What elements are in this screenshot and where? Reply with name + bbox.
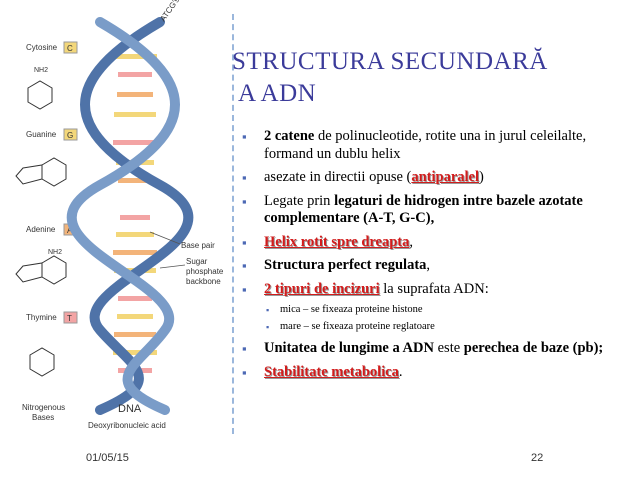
cytosine-letter: C xyxy=(67,44,73,53)
bullet-item: ▪Stabilitate metabolica. xyxy=(242,363,403,380)
bullet-icon: ▪ xyxy=(242,129,247,144)
adenine-label: Adenine xyxy=(26,225,56,234)
base-pair-pointer xyxy=(149,231,181,245)
thymine-swatch xyxy=(63,311,78,324)
backbone-pointer xyxy=(159,264,186,269)
cytosine-label: Cytosine xyxy=(26,43,58,52)
bullet-item: ▪Structura perfect regulata, xyxy=(242,257,431,273)
backbone-label-2: phosphate xyxy=(186,267,224,276)
bullet-icon: ▪ xyxy=(242,281,247,297)
bases-label: Bases xyxy=(32,413,54,422)
dna-label: DNA xyxy=(118,403,142,415)
bullet-icon: ▪ xyxy=(242,234,247,250)
dna-illustration: Cytosine C Guanine G Adenine A Thymine T… xyxy=(15,0,224,430)
slide-number: 22 xyxy=(531,452,544,464)
bullet-item: ▪2 tipuri de incizuri la suprafata ADN: … xyxy=(240,281,612,335)
backbone-label-1: Sugar xyxy=(186,257,208,266)
thymine-letter: T xyxy=(67,314,72,323)
atcg-label: ATCG's xyxy=(158,0,181,23)
bullet-icon: ▪ xyxy=(242,341,247,356)
nitrogenous-label: Nitrogenous xyxy=(22,403,65,412)
backbone-label-3: backbone xyxy=(186,277,221,286)
bullet-item: ▪2 catene de polinucleotide, rotite una … xyxy=(242,128,587,162)
helix-backbones xyxy=(66,17,194,415)
base-structures xyxy=(15,80,67,377)
base-pair-rungs xyxy=(113,54,157,373)
bullet-icon: ▪ xyxy=(242,258,247,273)
guanine-label: Guanine xyxy=(26,130,57,139)
bullet-item: ▪Legate prin legaturi de hidrogen intre … xyxy=(242,192,583,227)
deoxy-label: Deoxyribonucleic acid xyxy=(88,421,166,430)
bullet-item: ▪Unitatea de lungime a ADN este perechea… xyxy=(242,340,604,356)
slide-title: STRUCTURA SECUNDARĂ A ADN xyxy=(232,46,632,110)
nh2-label: NH2 xyxy=(34,67,48,74)
bullet-icon: ▪ xyxy=(242,170,247,185)
bullet-icon: ▪ xyxy=(242,193,247,209)
slide-date: 01/05/15 xyxy=(86,452,129,464)
bullet-item: ▪Helix rotit spre dreapta, xyxy=(242,233,414,250)
guanine-letter: G xyxy=(67,131,73,140)
dashed-divider xyxy=(232,14,234,434)
guanine-swatch xyxy=(63,128,78,141)
title-line-1: STRUCTURA SECUNDARĂ xyxy=(232,48,548,75)
bullet-list: ▪2 catene de polinucleotide, rotite una … xyxy=(240,128,612,387)
dna-figure: Cytosine C Guanine G Adenine A Thymine T… xyxy=(0,0,232,438)
base-pair-label: Base pair xyxy=(181,241,215,250)
cytosine-swatch xyxy=(63,41,78,54)
sub-bullet-icon: ▪ xyxy=(266,305,270,315)
thymine-label: Thymine xyxy=(26,313,57,322)
title-line-2: A ADN xyxy=(238,80,317,107)
bullet-icon: ▪ xyxy=(242,364,247,380)
sub-bullet-item: ▪mare – se fixeaza proteine reglatoare xyxy=(264,319,612,334)
bullet-item: ▪asezate in directii opuse (antiparalel) xyxy=(242,169,484,185)
sub-bullet-list: ▪mica – se fixeaza proteine histone ▪mar… xyxy=(264,302,612,334)
nh2-label-adenine: NH2 xyxy=(48,249,62,256)
sub-bullet-icon: ▪ xyxy=(266,322,270,332)
sub-bullet-item: ▪mica – se fixeaza proteine histone xyxy=(264,302,612,317)
